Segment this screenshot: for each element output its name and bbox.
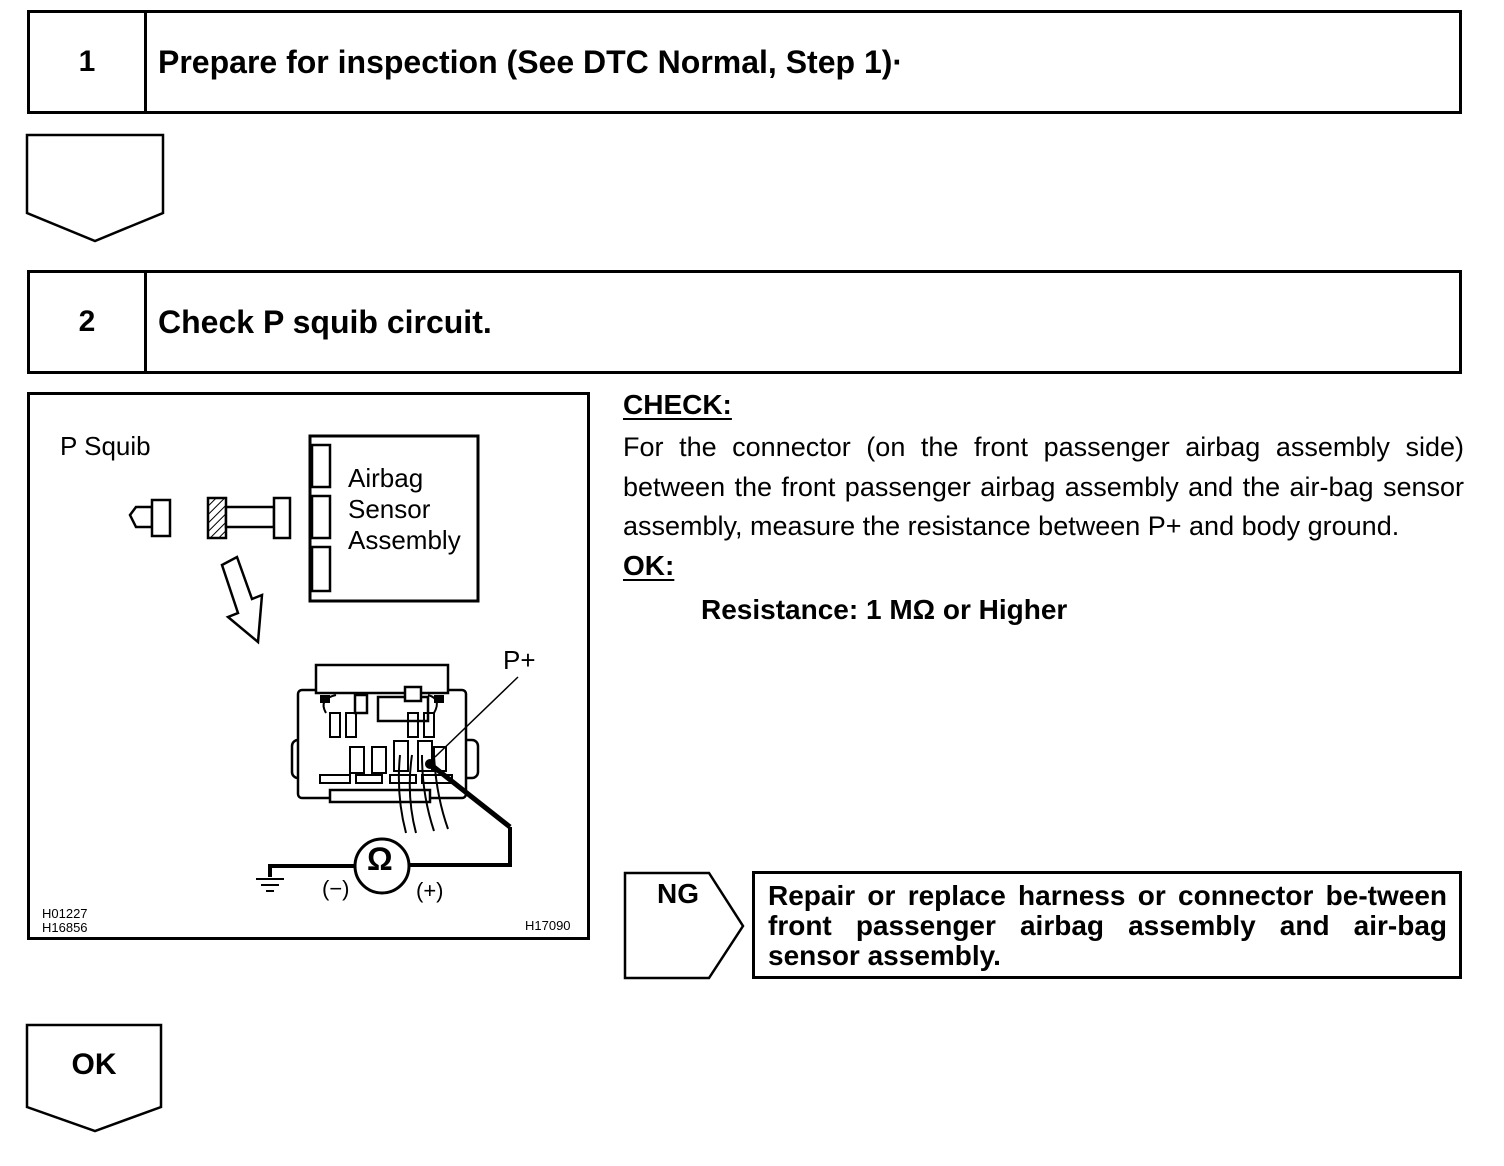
figure-code-2: H16856 bbox=[42, 920, 88, 935]
ok-label: OK bbox=[71, 1048, 117, 1081]
figure-code-1: H01227 bbox=[42, 906, 88, 921]
terminal-label: P+ bbox=[503, 645, 536, 675]
ng-action-box: Repair or replace harness or connector b… bbox=[752, 871, 1462, 979]
ng-arrow-right-icon bbox=[623, 871, 745, 980]
ok-heading: OK: bbox=[623, 549, 675, 581]
step-2-title: Check P squib circuit. bbox=[158, 303, 492, 340]
ng-label: NG bbox=[657, 878, 699, 909]
step-2-number: 2 bbox=[30, 273, 147, 371]
step-2-box: 2 Check P squib circuit. bbox=[27, 270, 1462, 374]
check-heading: CHECK: bbox=[623, 389, 732, 420]
check-section: CHECK: For the connector (on the front p… bbox=[623, 390, 1464, 625]
flow-arrow-down-icon bbox=[25, 133, 165, 243]
figure-code-3: H17090 bbox=[525, 918, 571, 933]
step-1-number: 1 bbox=[30, 13, 147, 111]
connector-diagram bbox=[128, 434, 519, 895]
ohm-meter-icon: Ω bbox=[367, 841, 393, 877]
meter-positive-label: (+) bbox=[416, 878, 444, 903]
circuit-figure: P Squib Airbag Sensor Assembly P+ Ω (−) … bbox=[27, 392, 590, 940]
ok-arrow-down-icon bbox=[25, 1023, 163, 1133]
step-1-title: Prepare for inspection (See DTC Normal, … bbox=[158, 43, 904, 80]
check-text: For the connector (on the front passenge… bbox=[623, 432, 1464, 541]
squib-label: P Squib bbox=[60, 431, 151, 461]
meter-negative-label: (−) bbox=[322, 876, 350, 901]
sensor-label-line2: Sensor bbox=[348, 494, 431, 524]
sensor-label-line3: Assembly bbox=[348, 525, 461, 555]
sensor-label-line1: Airbag bbox=[348, 463, 424, 493]
resistance-spec: Resistance: 1 MΩ or Higher bbox=[701, 593, 1068, 625]
step-1-box: 1 Prepare for inspection (See DTC Normal… bbox=[27, 10, 1462, 114]
